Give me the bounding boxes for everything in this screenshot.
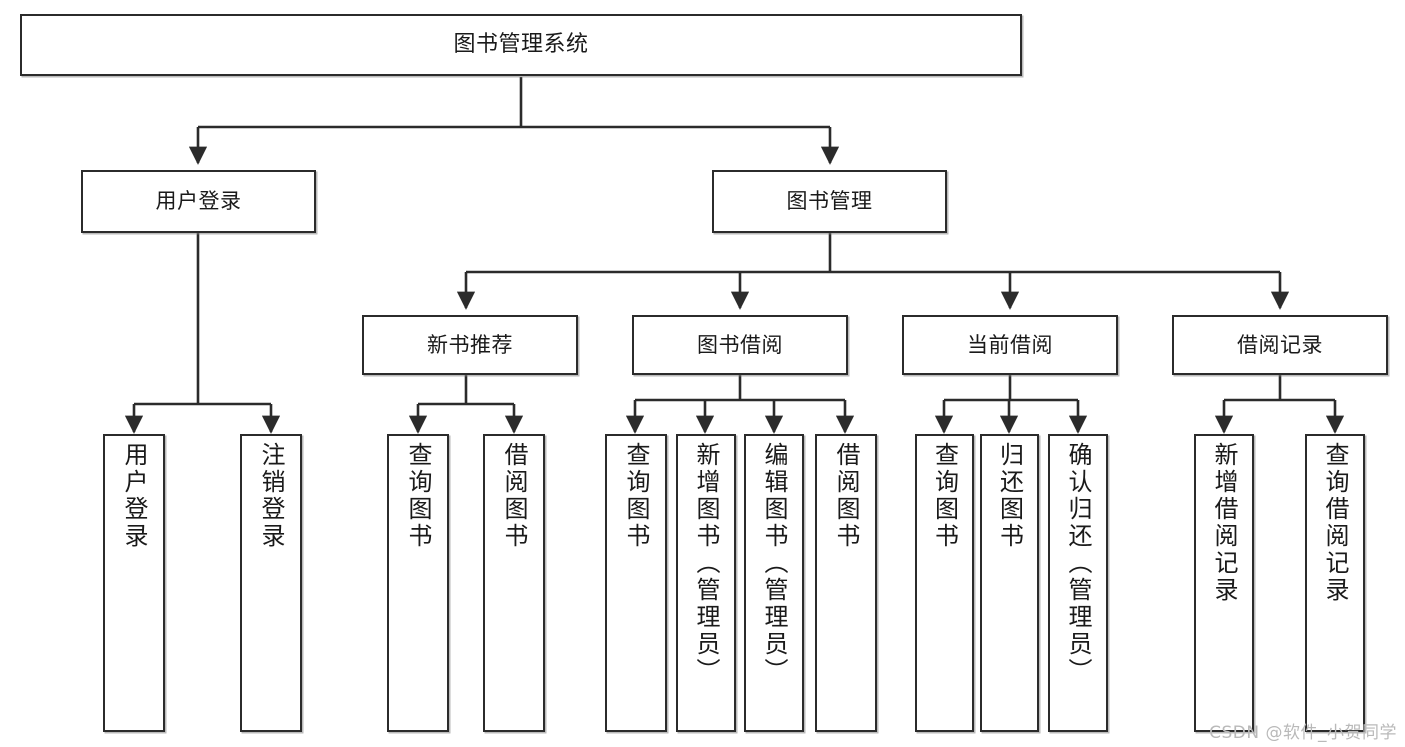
node-leaf-borrow-book-2[interactable]: 借阅图书 (815, 434, 877, 732)
node-leaf-query-book-2[interactable]: 查询图书 (605, 434, 667, 732)
node-leaf-query-book-1[interactable]: 查询图书 (387, 434, 449, 732)
node-leaf-query-book-3[interactable]: 查询图书 (915, 434, 974, 732)
node-book-manage[interactable]: 图书管理 (712, 170, 947, 233)
node-book-manage-label: 图书管理 (786, 189, 873, 214)
node-leaf-edit-book-label: 编辑图书（管理员） (760, 442, 788, 685)
node-current-borrow[interactable]: 当前借阅 (902, 315, 1118, 375)
node-borrow-record-label: 借阅记录 (1237, 332, 1323, 357)
node-book-borrow-label: 图书借阅 (697, 332, 783, 357)
node-current-borrow-label: 当前借阅 (967, 332, 1053, 357)
node-leaf-logout-label: 注销登录 (257, 442, 285, 550)
node-book-borrow[interactable]: 图书借阅 (632, 315, 848, 375)
node-leaf-borrow-book-1-label: 借阅图书 (500, 442, 528, 550)
node-leaf-user-login[interactable]: 用户登录 (103, 434, 165, 732)
node-leaf-add-record[interactable]: 新增借阅记录 (1194, 434, 1254, 732)
node-new-book-rec-label: 新书推荐 (427, 332, 513, 357)
node-leaf-edit-book[interactable]: 编辑图书（管理员） (744, 434, 804, 732)
node-leaf-return-book[interactable]: 归还图书 (980, 434, 1039, 732)
node-leaf-add-record-label: 新增借阅记录 (1210, 442, 1238, 604)
node-leaf-add-book[interactable]: 新增图书（管理员） (676, 434, 736, 732)
node-leaf-confirm-return-label: 确认归还（管理员） (1064, 442, 1092, 685)
node-user-login[interactable]: 用户登录 (81, 170, 316, 233)
node-leaf-borrow-book-2-label: 借阅图书 (832, 442, 860, 550)
node-leaf-query-record-label: 查询借阅记录 (1321, 442, 1349, 604)
node-leaf-query-book-1-label: 查询图书 (404, 442, 432, 550)
node-leaf-logout[interactable]: 注销登录 (240, 434, 302, 732)
node-leaf-borrow-book-1[interactable]: 借阅图书 (483, 434, 545, 732)
node-leaf-query-record[interactable]: 查询借阅记录 (1305, 434, 1365, 732)
node-leaf-user-login-label: 用户登录 (120, 442, 148, 550)
node-new-book-rec[interactable]: 新书推荐 (362, 315, 578, 375)
node-leaf-query-book-2-label: 查询图书 (622, 442, 650, 550)
node-root-label: 图书管理系统 (453, 32, 589, 58)
node-borrow-record[interactable]: 借阅记录 (1172, 315, 1388, 375)
node-root[interactable]: 图书管理系统 (20, 14, 1022, 76)
node-leaf-return-book-label: 归还图书 (995, 442, 1024, 550)
node-leaf-query-book-3-label: 查询图书 (930, 442, 959, 550)
node-user-login-label: 用户登录 (155, 189, 242, 214)
node-leaf-confirm-return[interactable]: 确认归还（管理员） (1048, 434, 1108, 732)
csdn-watermark: CSDN @软件_小贺同学 (1209, 723, 1397, 743)
node-leaf-add-book-label: 新增图书（管理员） (692, 442, 720, 685)
